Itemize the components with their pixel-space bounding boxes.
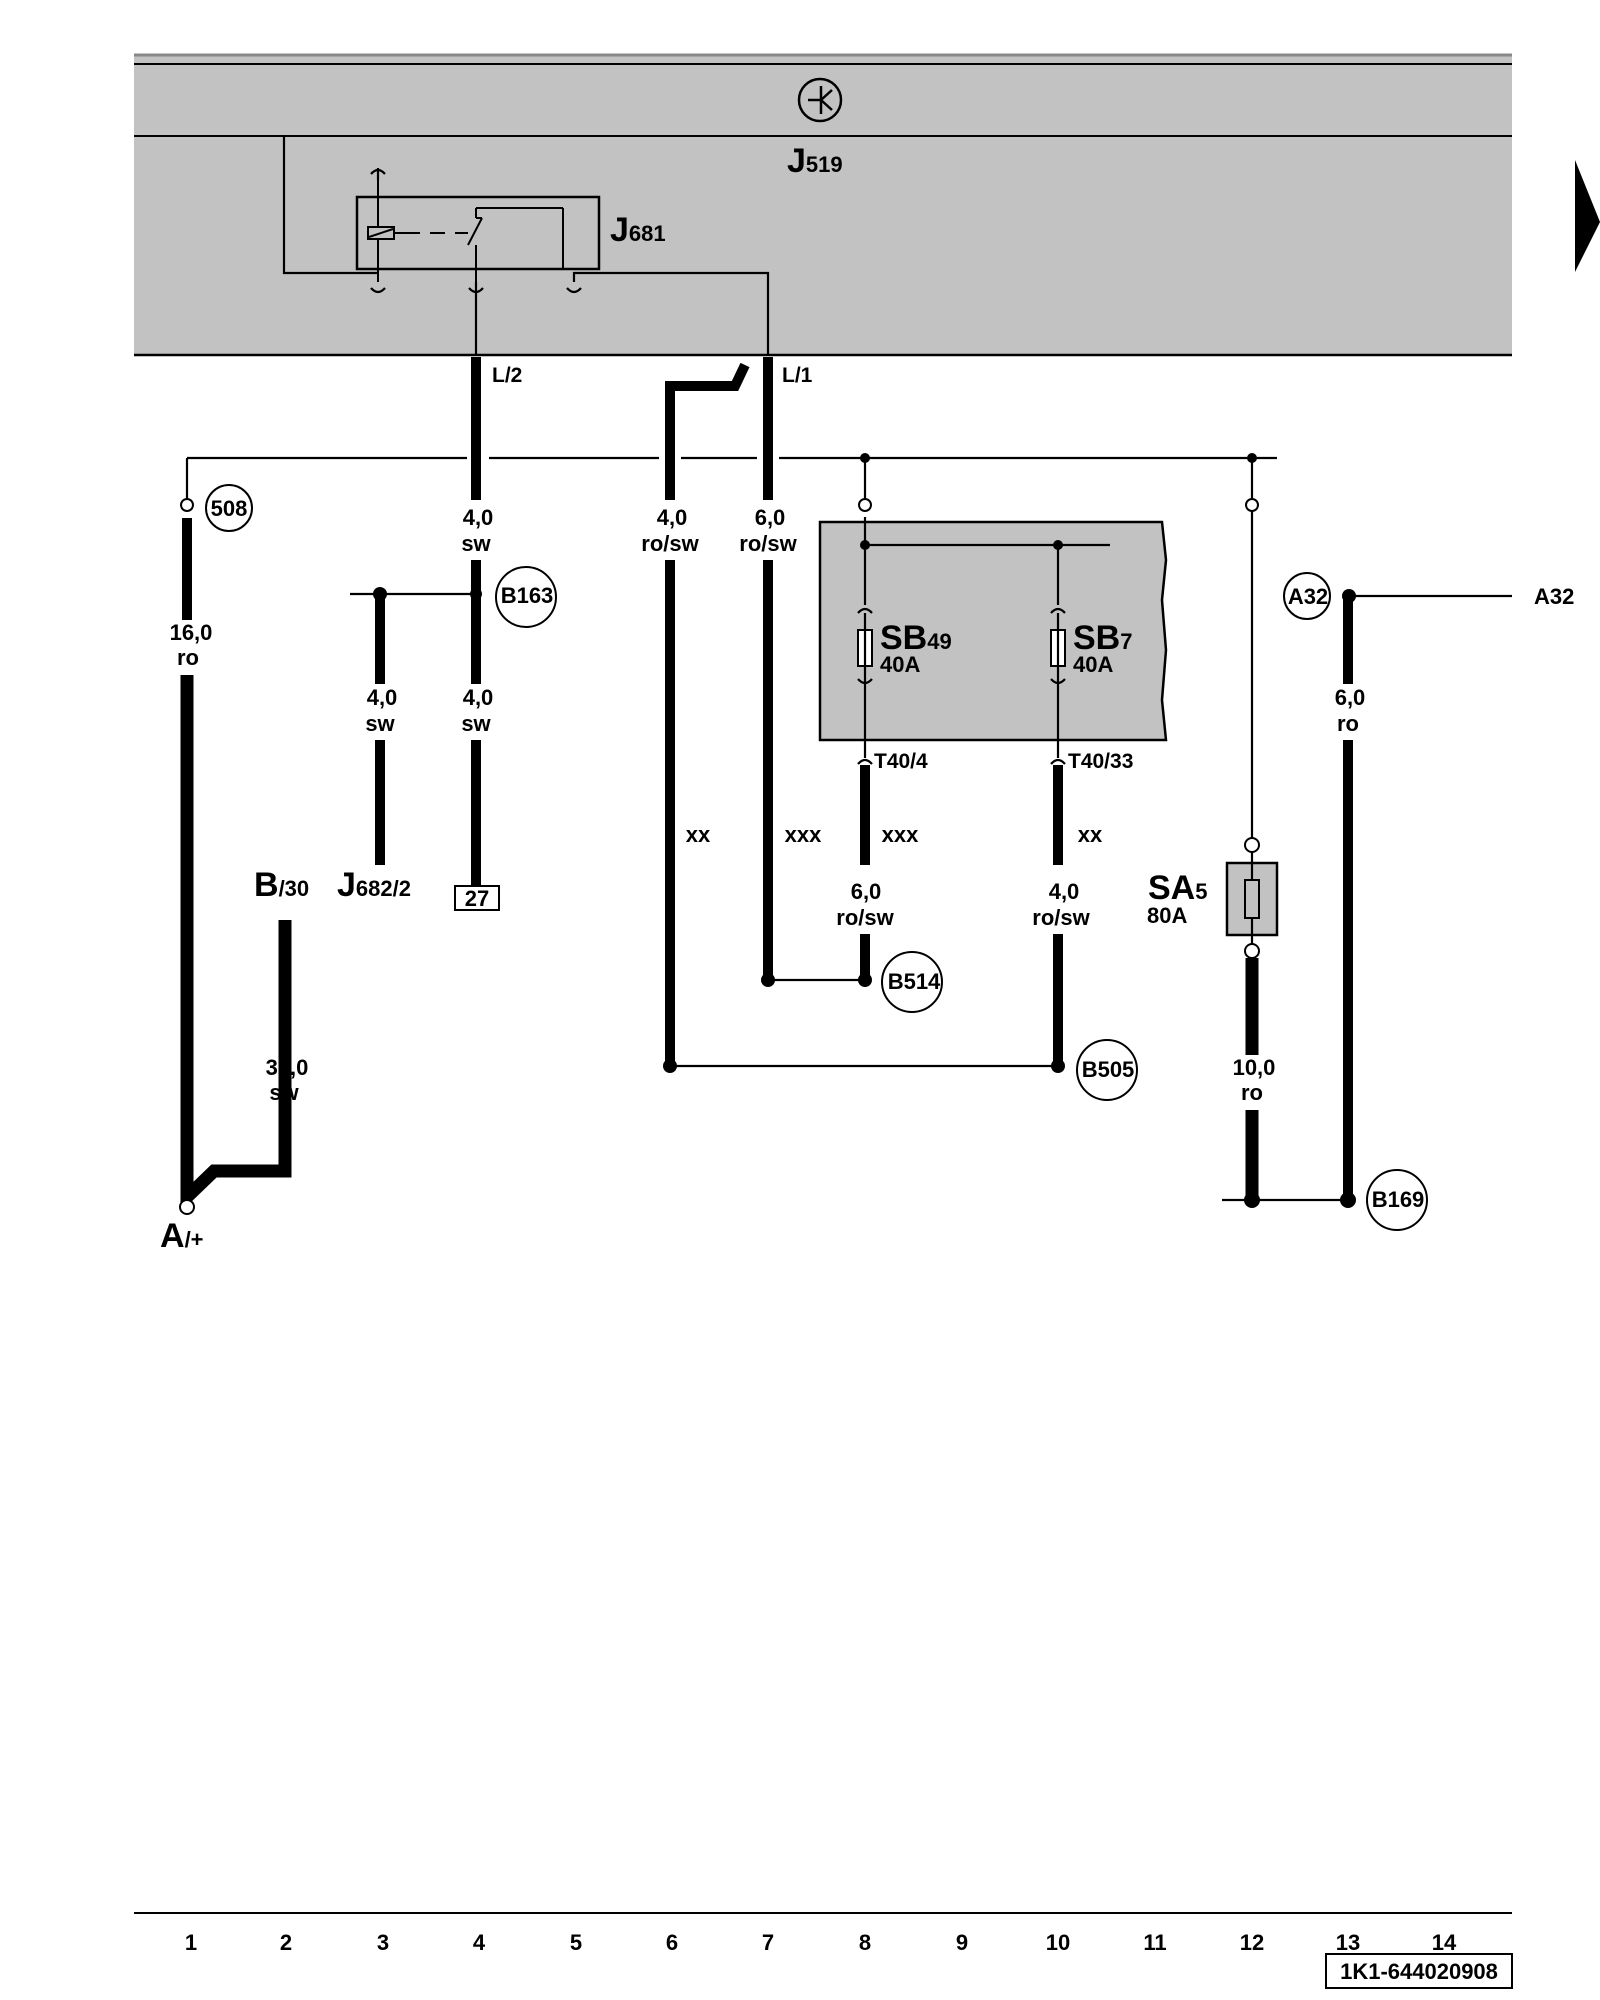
wire-4b-color: sw [461, 711, 491, 736]
connection-b505-label: B505 [1082, 1057, 1135, 1082]
reference-27-box [454, 885, 500, 911]
column-number: 1 [185, 1930, 197, 1955]
wire-6-color: ro/sw [641, 531, 699, 556]
wire-12-color: ro [1241, 1080, 1263, 1105]
control-unit-j519: J519 J681 [134, 53, 1512, 357]
wire-4a-color: sw [461, 531, 491, 556]
fuse-holder-sb [818, 517, 1168, 765]
starter-terminal-label: B/30 [254, 866, 309, 904]
diagram-id-label: 1K1-644020908 [1340, 1959, 1498, 1984]
wire-3-gauge: 4,0 [367, 685, 398, 710]
wire-1-color: ro [177, 645, 199, 670]
reference-a32-label: A32 [1534, 584, 1574, 609]
column-number: 9 [956, 1930, 968, 1955]
fuse-sa5-rating: 80A [1147, 903, 1187, 928]
fuse-sb49-rating: 40A [880, 652, 920, 677]
relay-j681 [355, 180, 601, 282]
connection-b163 [495, 566, 557, 628]
column-number: 4 [473, 1930, 486, 1955]
wire-10-marker: xx [1078, 822, 1103, 847]
pin-l1-label: L/1 [782, 364, 813, 387]
connection-a32 [1283, 572, 1331, 620]
fuse-holder-housing [818, 520, 1168, 742]
pin-t40-4-label: T40/4 [874, 750, 928, 773]
column-number: 3 [377, 1930, 389, 1955]
wire-4a-gauge: 4,0 [463, 505, 494, 530]
wire-10-color: ro/sw [1032, 905, 1090, 930]
wire-13-gauge: 6,0 [1335, 685, 1366, 710]
column-number: 6 [666, 1930, 678, 1955]
wire-12-gauge: 10,0 [1233, 1055, 1276, 1080]
wire-8-gauge: 6,0 [851, 879, 882, 904]
wire-4b-gauge: 4,0 [463, 685, 494, 710]
wire-2-color: sw [269, 1080, 299, 1105]
wire-6-gauge: 4,0 [657, 505, 688, 530]
connection-508-label: 508 [211, 496, 248, 521]
fuse-sa5-label: SA5 [1148, 869, 1207, 907]
fuse-sb49-label: SB49 [880, 619, 952, 657]
diagram-id-box [1325, 1953, 1513, 1989]
terminal-508-point [180, 498, 194, 512]
electronic-symbol-icon [797, 77, 843, 123]
j519-housing [134, 55, 1512, 355]
wire-7-color: ro/sw [739, 531, 797, 556]
relay-j682-pin-label: J682/2 [337, 866, 411, 904]
continuation-arrow-icon [1575, 160, 1600, 272]
column-number: 7 [762, 1930, 774, 1955]
wire-6-marker: xx [686, 822, 711, 847]
pin-l2-label: L/2 [492, 364, 522, 387]
column-number: 10 [1046, 1930, 1070, 1955]
battery-terminal-point [179, 1199, 195, 1215]
fuse-sa5-icon [1244, 879, 1260, 919]
connection-b163-label: B163 [501, 583, 554, 608]
connection-b169 [1366, 1169, 1428, 1231]
column-number: 13 [1336, 1930, 1360, 1955]
fuse-sb7-label: SB7 [1073, 619, 1132, 657]
connection-b514 [881, 951, 943, 1013]
column-number: 11 [1143, 1930, 1166, 1955]
connection-b505 [1076, 1039, 1138, 1101]
wire-7-marker: xxx [785, 822, 822, 847]
fuse-box-input-point [858, 498, 872, 512]
column-number: 14 [1432, 1930, 1457, 1955]
wire-1-gauge: 16,0 [170, 620, 213, 645]
column-number: 12 [1240, 1930, 1264, 1955]
wire-8-color: ro/sw [836, 905, 894, 930]
fuse-sb7-rating: 40A [1073, 652, 1113, 677]
wire-13-color: ro [1337, 711, 1359, 736]
column-number: 2 [280, 1930, 292, 1955]
pin-t40-33-label: T40/33 [1068, 750, 1133, 773]
wire-7-gauge: 6,0 [755, 505, 786, 530]
j519-label: J519 [787, 142, 843, 180]
relay-j681-box [355, 195, 601, 271]
wire-10-gauge: 4,0 [1049, 879, 1080, 904]
fuse-sa5-input-point [1245, 498, 1259, 512]
wire-2-gauge: 35,0 [266, 1055, 309, 1080]
connection-b514-label: B514 [888, 969, 941, 994]
battery-terminal-label: A/+ [160, 1217, 204, 1255]
j681-label: J681 [610, 211, 666, 249]
wire-8-marker: xxx [882, 822, 919, 847]
column-number: 8 [859, 1930, 871, 1955]
relay-switch-contact-icon [467, 217, 483, 246]
bus-line [185, 453, 1277, 505]
connection-a32-label: A32 [1288, 584, 1328, 609]
reference-27-label: 27 [465, 886, 489, 911]
column-number: 5 [570, 1930, 582, 1955]
wire-3-color: sw [365, 711, 395, 736]
connection-508 [205, 484, 253, 532]
connection-b169-label: B169 [1372, 1187, 1425, 1212]
